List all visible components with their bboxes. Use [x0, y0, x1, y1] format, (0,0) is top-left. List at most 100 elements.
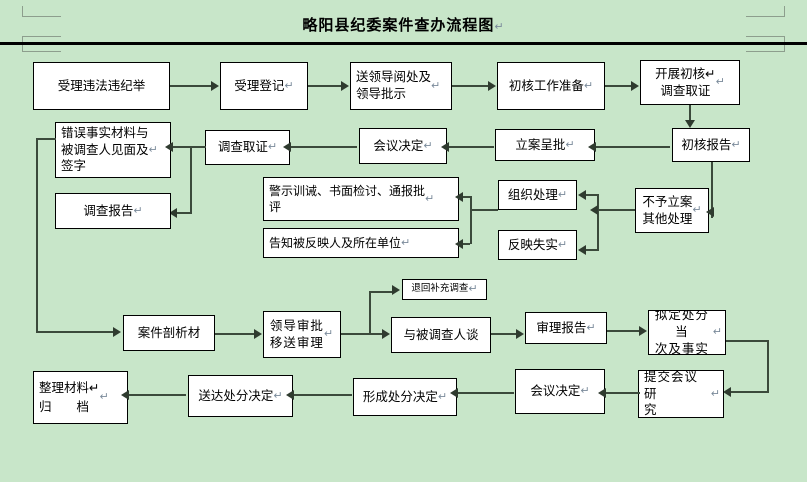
connector-r1-to-r2 — [689, 105, 691, 122]
connector-r4-to-r5-in — [730, 391, 767, 393]
node-trial-report[interactable]: 审理报告↵ — [525, 312, 607, 344]
node-submit-meeting-study[interactable]: 提交会议研 究 ↵ — [638, 370, 724, 418]
paragraph-mark-icon: ↵ — [284, 78, 294, 92]
node-label: 提交会议研 究 — [644, 370, 699, 418]
connector-r4-4 — [607, 330, 640, 332]
node-submit-to-leader[interactable]: 送领导阅处及 领导批示↵ — [350, 62, 452, 110]
node-deliver-punishment-decision[interactable]: 送达处分决定↵ — [188, 375, 293, 417]
node-case-filing-approval[interactable]: 立案呈批↵ — [495, 129, 595, 161]
page-title-text: 略阳县纪委案件查办流程图 — [302, 16, 495, 34]
connector-r4-1 — [215, 333, 255, 335]
connector-r1-4 — [605, 85, 632, 87]
arrow-r5-4-icon — [121, 390, 129, 400]
node-label: 审理报告 — [536, 319, 587, 335]
node-label: 整理材料↵ 归 档 — [39, 379, 100, 414]
connector-r1-1 — [170, 85, 212, 87]
node-label: 会议决定 — [373, 137, 424, 153]
connector-nofiling-spine — [597, 194, 599, 251]
node-return-supplementary-investigation[interactable]: 退回补充调查↵ — [402, 279, 487, 300]
arrow-r1-3-icon — [488, 81, 496, 91]
crop-mark-top-right-upper — [746, 6, 785, 17]
arrow-to-confrontation-icon — [165, 142, 173, 152]
header-rule — [0, 42, 807, 45]
paragraph-mark-icon: ↵ — [712, 325, 723, 339]
arrow-nofiling-icon — [706, 207, 714, 217]
arrow-nofiling-mid-icon — [590, 205, 598, 215]
node-accept-report[interactable]: 受理违法违纪举 — [33, 62, 170, 110]
paragraph-mark-icon: ↵ — [580, 384, 590, 398]
node-label: 错误事实材料与 被调查人见面及 签字 — [61, 124, 149, 174]
connector-r4-to-r5-v — [767, 340, 769, 393]
node-archive-materials[interactable]: 整理材料↵ 归 档↵ — [33, 371, 128, 424]
node-interview-subject[interactable]: 与被调查人谈 — [391, 317, 491, 353]
paragraph-mark-icon: ↵ — [423, 138, 433, 152]
node-investigation-evidence[interactable]: 调查取证↵ — [205, 130, 290, 165]
arrow-return-investigation-icon — [392, 285, 400, 295]
paragraph-mark-icon: ↵ — [494, 20, 505, 33]
connector-r5-2 — [457, 392, 514, 394]
node-label: 初核工作准备 — [508, 77, 584, 93]
connector-report-to-nofiling — [711, 162, 713, 218]
node-meeting-decision-2[interactable]: 会议决定↵ — [515, 369, 605, 414]
node-evidence-confrontation[interactable]: 错误事实材料与 被调查人见面及 签字↵ — [55, 122, 171, 178]
paragraph-mark-icon: ↵ — [99, 390, 109, 404]
connector-org-to-left — [470, 209, 498, 211]
node-preliminary-investigation[interactable]: 开展初核↵ 调查取证↵ — [640, 60, 740, 105]
node-case-analysis[interactable]: 案件剖析材 — [123, 315, 215, 351]
node-no-filing-other-handling[interactable]: 不予立案 其他处理↵ — [635, 188, 709, 233]
node-acceptance-registration[interactable]: 受理登记↵ — [220, 62, 308, 110]
connector-r2-6 — [176, 212, 192, 214]
paragraph-mark-icon: ↵ — [437, 389, 448, 403]
node-label: 退回补充调查 — [411, 283, 469, 295]
node-label: 与被调查人谈 — [403, 326, 479, 342]
node-label: 告知被反映人及所在单位 — [269, 235, 402, 250]
node-report-unfounded[interactable]: 反映失实↵ — [498, 230, 577, 260]
connector-r4-branch-up — [369, 291, 393, 293]
arrow-org-handling-icon — [578, 190, 586, 200]
connector-nofiling-out — [597, 209, 635, 211]
paragraph-mark-icon: ↵ — [715, 75, 725, 89]
connector-r1-2 — [308, 85, 342, 87]
paragraph-mark-icon: ↵ — [565, 137, 575, 151]
node-warning-criticism[interactable]: 警示训诫、书面检讨、通报批 评↵ — [263, 177, 459, 221]
arrow-r4-1-icon — [254, 329, 262, 339]
arrow-to-investigation-report-icon — [169, 208, 177, 218]
arrow-notify-icon — [455, 239, 463, 249]
node-propose-punishment[interactable]: 拟定处分当 次及事实↵ — [648, 310, 726, 355]
node-label: 反映失实 — [507, 236, 558, 252]
connector-to-org-handling — [585, 194, 597, 196]
arrow-r2-2-icon — [441, 142, 449, 152]
node-meeting-decision-1[interactable]: 会议决定↵ — [359, 128, 447, 164]
node-organizational-handling[interactable]: 组织处理↵ — [498, 180, 577, 210]
node-label: 调查取证 — [217, 139, 268, 155]
node-preliminary-report[interactable]: 初核报告↵ — [672, 128, 750, 162]
arrow-r1-2-icon — [341, 81, 349, 91]
connector-r2-4 — [190, 146, 206, 148]
paragraph-mark-icon: ↵ — [267, 140, 278, 154]
connector-r5-3 — [293, 394, 352, 396]
page-title: 略阳县纪委案件查办流程图↵ — [0, 14, 807, 35]
connector-r2-3 — [290, 146, 357, 148]
node-form-punishment-decision[interactable]: 形成处分决定↵ — [353, 378, 457, 416]
paragraph-mark-icon: ↵ — [710, 386, 721, 400]
node-preliminary-prep[interactable]: 初核工作准备↵ — [497, 62, 605, 110]
arrow-r1-1-icon — [211, 81, 219, 91]
paragraph-mark-icon: ↵ — [133, 203, 143, 217]
arrow-r2-3-icon — [283, 142, 291, 152]
connector-left-branch-spine — [470, 196, 472, 244]
connector-r1-3 — [452, 85, 489, 87]
node-notify-reported-person[interactable]: 告知被反映人及所在单位↵ — [263, 228, 459, 258]
arrow-unfounded-icon — [578, 245, 586, 255]
paragraph-mark-icon: ↵ — [148, 142, 158, 156]
node-label: 案件剖析材 — [137, 324, 201, 340]
paragraph-mark-icon: ↵ — [323, 327, 335, 341]
node-label: 送领导阅处及 领导批示 — [356, 69, 432, 101]
node-label: 拟定处分当 次及事实 — [654, 310, 709, 355]
paragraph-mark-icon: ↵ — [431, 78, 441, 92]
arrow-r5-3-icon — [286, 390, 294, 400]
arrow-left-spine-icon — [113, 327, 121, 337]
node-investigation-report[interactable]: 调查报告↵ — [55, 193, 171, 229]
connector-r4-to-r5-h — [726, 340, 769, 342]
node-leader-approval-transfer[interactable]: 领导审批 移送审理↵ — [263, 311, 341, 358]
